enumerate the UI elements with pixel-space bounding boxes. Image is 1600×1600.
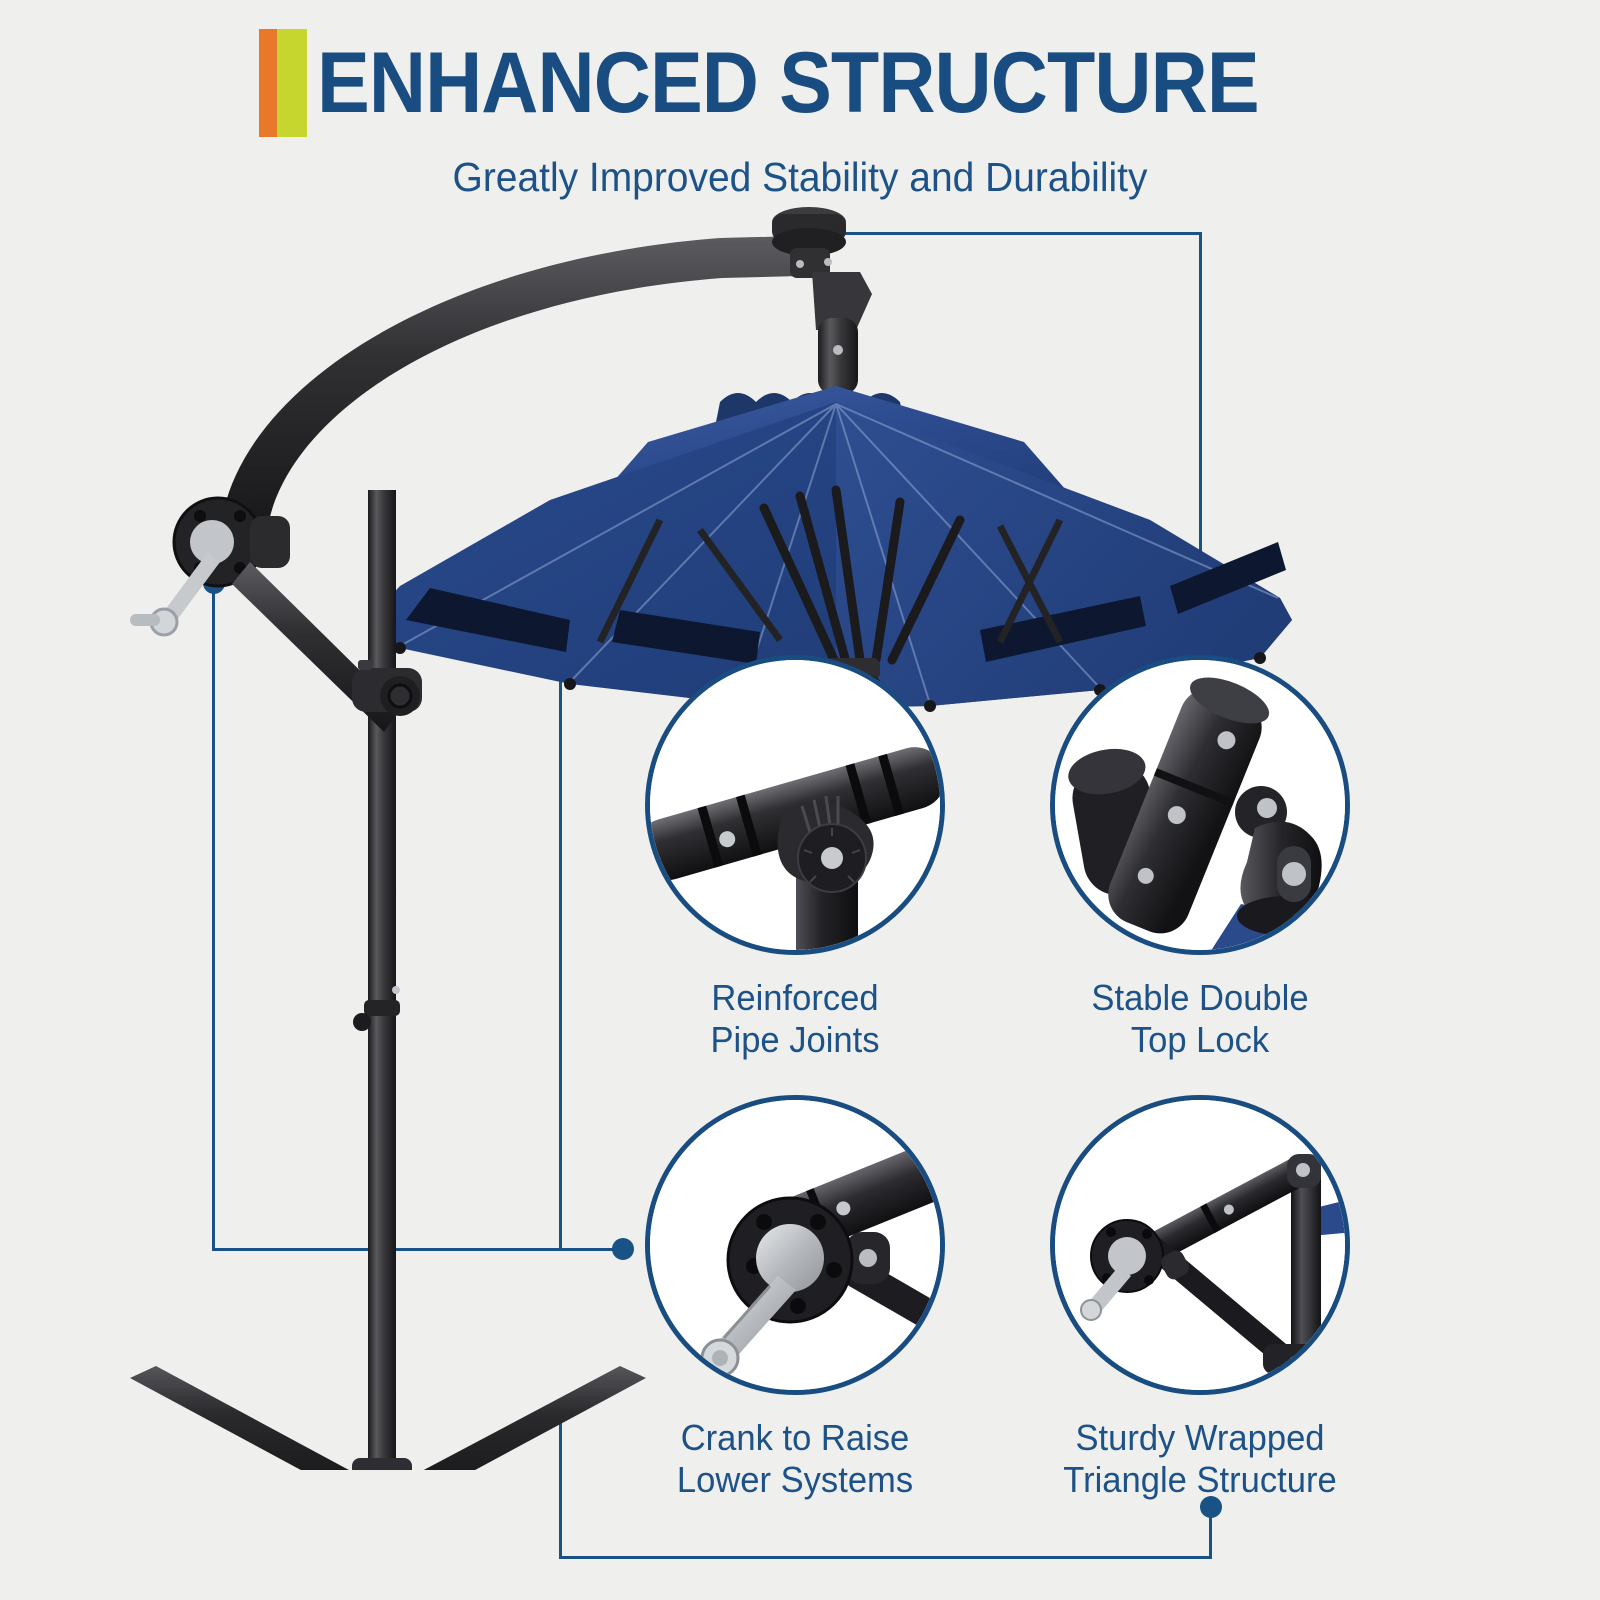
strut-lock-clamp (352, 660, 422, 716)
caption-line-2: Top Lock (1130, 1019, 1270, 1061)
feature-reinforced-pipe-joints[interactable]: Reinforced Pipe Joints (645, 655, 945, 1061)
feature-caption-top-lock: Stable Double Top Lock (1056, 977, 1344, 1061)
page-title: ENHANCED STRUCTURE (317, 35, 1260, 131)
triangle-brace-icon (1055, 1100, 1345, 1390)
caption-line-1: Crank to Raise (680, 1417, 910, 1458)
connector-line-triangle-horizontal (559, 1556, 1212, 1559)
accent-bar-lime (277, 29, 308, 137)
feature-image-triangle (1050, 1095, 1350, 1395)
caption-line-2: Pipe Joints (710, 1019, 880, 1061)
base-hub (352, 1458, 412, 1496)
connector-line-triangle-vertical (1209, 1507, 1212, 1559)
connector-line-pole-vertical (559, 618, 562, 1251)
connector-line-crank-left-vertical (212, 583, 215, 1251)
pole-coupling-lower (364, 1000, 400, 1016)
top-lock-assembly (772, 207, 872, 394)
umbrella-svg (130, 207, 1292, 1600)
crank-handle (162, 552, 220, 624)
crank-arm (712, 1276, 796, 1362)
pole-height-knob (353, 986, 400, 1031)
feature-image-pipe-joint (645, 655, 945, 955)
title-row: ENHANCED STRUCTURE (0, 28, 1600, 138)
connector-line-top-lock-horizontal (826, 232, 1202, 235)
connector-line-top-lock-vertical (1199, 232, 1202, 624)
page-subtitle: Greatly Improved Stability and Durabilit… (452, 154, 1148, 200)
umbrella-canopy (368, 386, 1292, 712)
feature-caption-triangle: Sturdy Wrapped Triangle Structure (1056, 1417, 1344, 1501)
caption-line-1: Sturdy Wrapped (1075, 1417, 1325, 1458)
strut-pivot (846, 1232, 890, 1284)
feature-image-crank (645, 1095, 945, 1395)
vertical-pole (1291, 1162, 1321, 1390)
connector-line-crank-horizontal (212, 1248, 622, 1251)
bottom-joint (1263, 1344, 1307, 1374)
caption-line-2: Triangle Structure (1063, 1459, 1337, 1501)
caption-line-2: Lower Systems (676, 1459, 914, 1501)
canopy-under-shadows (406, 542, 1286, 664)
feature-caption-pipe-joints: Reinforced Pipe Joints (651, 977, 939, 1061)
product-illustration (100, 190, 1420, 1600)
pipe-tee-joint-icon (650, 660, 940, 950)
caption-line-1: Reinforced (711, 977, 879, 1018)
top-pivot (1287, 1154, 1321, 1188)
header: ENHANCED STRUCTURE Greatly Improved Stab… (0, 0, 1600, 201)
feature-crank-to-raise-lower-systems[interactable]: Crank to Raise Lower Systems (645, 1095, 945, 1501)
feature-caption-crank: Crank to Raise Lower Systems (651, 1417, 939, 1501)
canopy-ribs (759, 485, 965, 669)
connector-dot-crank (612, 1238, 634, 1260)
canopy-stretchers (596, 518, 1064, 644)
feature-image-top-lock (1050, 655, 1350, 955)
hub-ribs (800, 795, 840, 833)
connector-line-triangle-riser (559, 1400, 562, 1558)
feature-stable-double-top-lock[interactable]: Stable Double Top Lock (1050, 655, 1350, 1061)
crank-assembly (130, 496, 290, 637)
feature-sturdy-wrapped-triangle-structure[interactable]: Sturdy Wrapped Triangle Structure (1050, 1095, 1350, 1501)
curved-support-arm (220, 236, 800, 540)
caption-line-1: Stable Double (1091, 977, 1309, 1018)
crank-handle-icon (650, 1100, 940, 1390)
top-lock-hinge-icon (1055, 660, 1345, 950)
rib-tips (394, 642, 1266, 712)
accent-bar-orange (259, 29, 278, 137)
main-pole (368, 490, 396, 1510)
